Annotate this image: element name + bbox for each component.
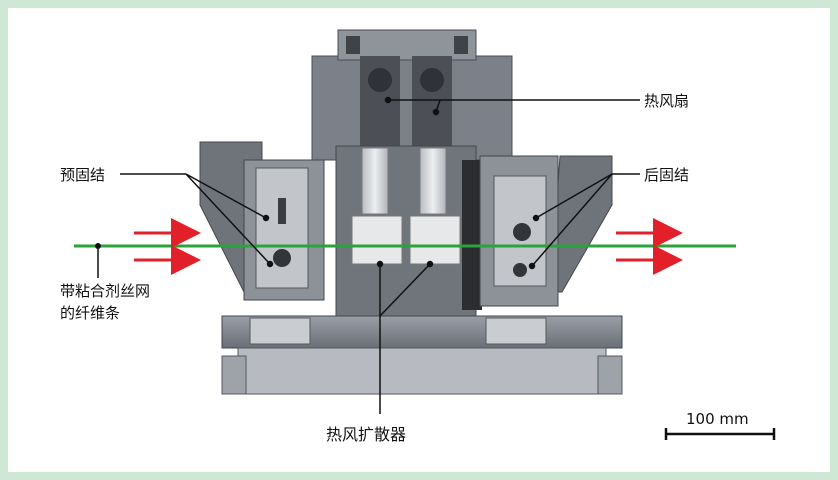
label-hot-air-diffuser: 热风扩散器 — [326, 425, 406, 444]
label-scale: 100 mm — [686, 410, 749, 428]
pre-fixing-unit — [199, 141, 325, 301]
scale-bar — [664, 428, 776, 440]
label-hot-air-fan: 热风扇 — [644, 92, 689, 110]
label-post-fixing: 后固结 — [644, 166, 689, 184]
leader-lines — [97, 96, 640, 414]
post-fixing-unit — [479, 155, 613, 307]
base-rail — [221, 315, 623, 395]
fan-housing — [311, 29, 513, 161]
label-fiber-mesh-line2: 的纤维条 — [60, 304, 120, 322]
label-pre-fixing: 预固结 — [60, 166, 105, 184]
hot-air-diffuser — [335, 145, 482, 317]
label-fiber-mesh-line1: 带粘合剂丝网 — [60, 282, 150, 300]
